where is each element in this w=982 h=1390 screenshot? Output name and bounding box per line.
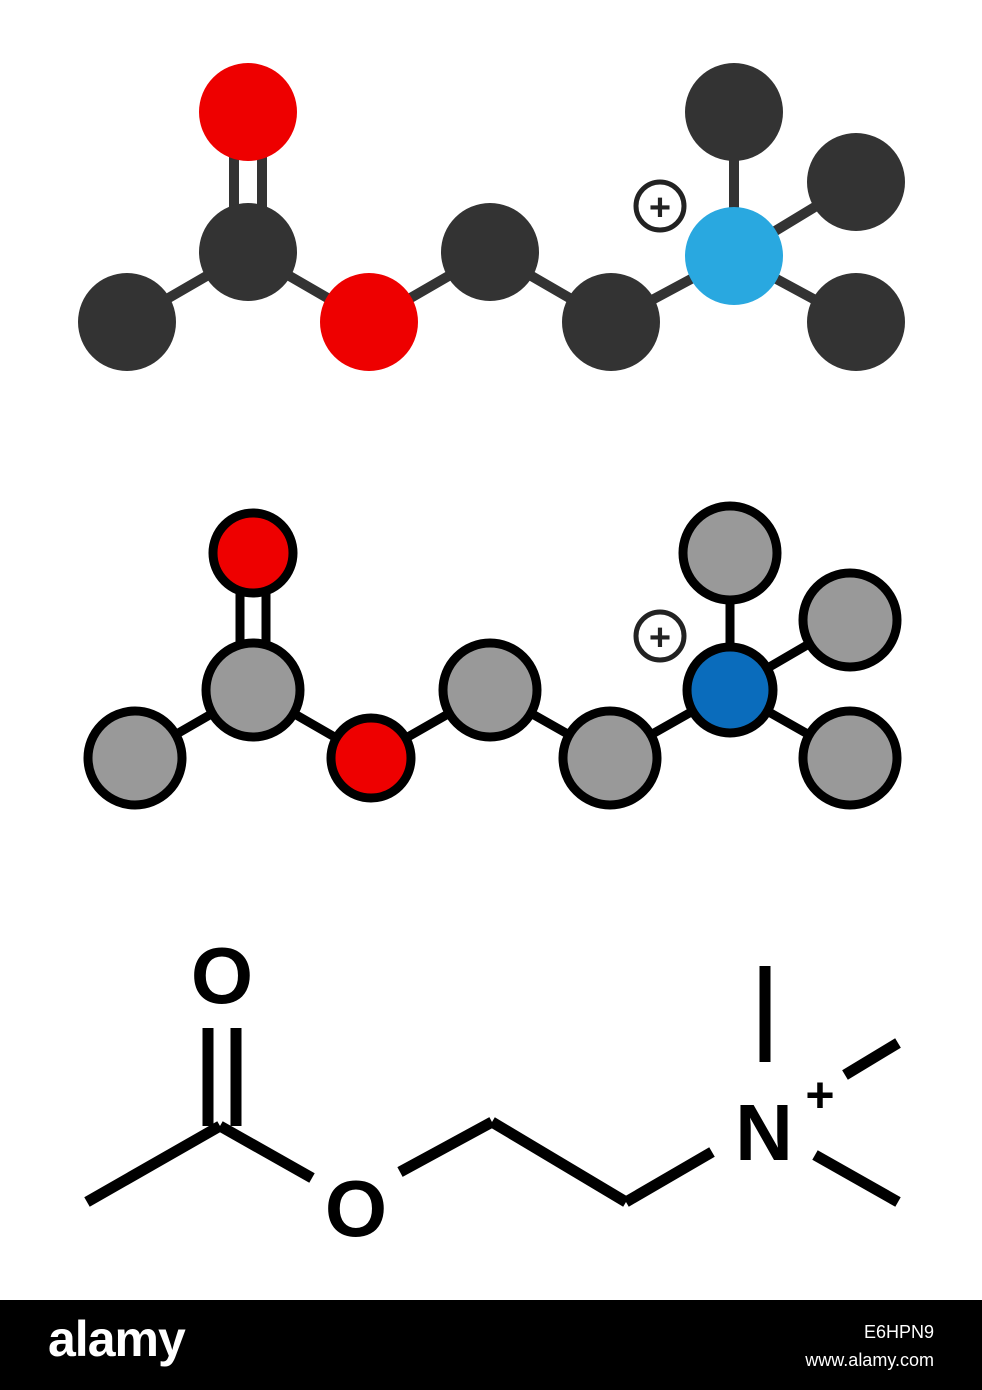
acetylcholine-structures: + +: [78, 63, 905, 1253]
skeletal-nitrogen-label: N: [735, 1088, 793, 1177]
bond-methyl-carbonyl: [84, 1121, 223, 1207]
bond-carbonyl-ester-o: [217, 1121, 315, 1183]
atom-ch2-second: [562, 273, 660, 371]
skeletal-carbonyl-oxygen-label: O: [191, 931, 253, 1020]
bond-ch2-n: [623, 1147, 715, 1207]
skeletal-charge-label: +: [805, 1067, 834, 1123]
stock-footer-bar: alamy E6HPN9 www.alamy.com: [0, 1300, 982, 1390]
atom-n-methyl-upper-right: [807, 133, 905, 231]
bond-n-methyl-upper-right: [842, 1038, 901, 1080]
atom-ester-oxygen: [326, 713, 416, 803]
atom-n-methyl-top: [685, 63, 783, 161]
positive-charge-indicator: +: [633, 609, 687, 663]
atom-acetyl-methyl: [78, 273, 176, 371]
site-url: www.alamy.com: [805, 1350, 934, 1370]
atom-n-methyl-top: [678, 501, 782, 605]
atom-ester-oxygen: [320, 273, 418, 371]
charge-symbol: +: [649, 187, 671, 229]
atom-n-methyl-lower-right: [798, 706, 902, 810]
atom-ch2-first: [438, 638, 542, 742]
atom-ch2-second: [558, 706, 662, 810]
atom-n-methyl-upper-right: [798, 568, 902, 672]
image-id: E6HPN9: [863, 1322, 934, 1342]
charge-ring: [633, 179, 687, 233]
atom-carbonyl-carbon: [201, 638, 305, 742]
charge-symbol: +: [649, 617, 671, 659]
ball-and-stick-atoms: [78, 63, 905, 371]
bond-ester-o-ch2: [397, 1117, 495, 1177]
brand-logo: alamy: [48, 1311, 186, 1367]
atom-ch2-first: [441, 203, 539, 301]
skeletal-formula: O O N +: [84, 931, 901, 1253]
bond-n-methyl-lower-right: [812, 1150, 901, 1207]
bond-ch2-ch2: [489, 1117, 629, 1207]
ball-and-stick-model: +: [78, 63, 905, 371]
atom-nitrogen: [685, 207, 783, 305]
atom-n-methyl-lower-right: [807, 273, 905, 371]
skeletal-bonds: [84, 966, 901, 1207]
skeletal-ester-oxygen-label: O: [325, 1164, 387, 1253]
positive-charge-indicator: +: [633, 179, 687, 233]
atom-carbonyl-oxygen: [199, 63, 297, 161]
atom-carbonyl-oxygen: [208, 508, 298, 598]
charge-ring: [633, 609, 687, 663]
atom-nitrogen: [682, 642, 778, 738]
flat-colored-model: +: [83, 501, 902, 810]
atom-acetyl-methyl: [83, 706, 187, 810]
flat-colored-atoms: [83, 501, 902, 810]
atom-carbonyl-carbon: [199, 203, 297, 301]
